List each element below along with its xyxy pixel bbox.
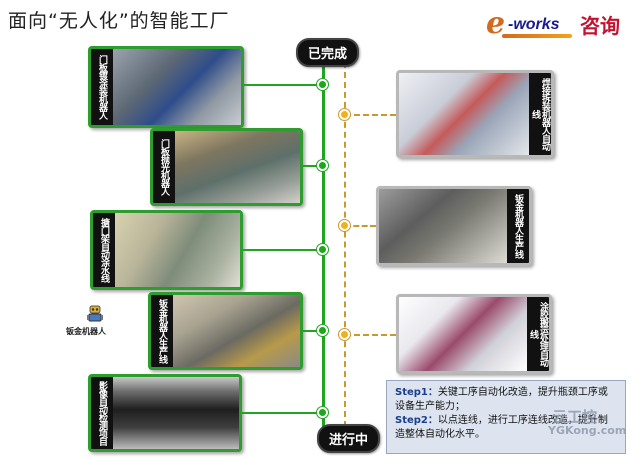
status-completed-badge: 已完成: [296, 38, 360, 67]
factory-photo: [113, 49, 241, 125]
logo-e-mark: e: [486, 6, 506, 41]
logo-swoosh: [502, 34, 572, 38]
timeline-node: [317, 244, 328, 255]
status-in-progress-badge: 进行中: [317, 424, 381, 453]
step1-label: Step1：: [395, 387, 438, 398]
project-label: 焊接拆装机器人自动线: [529, 73, 551, 155]
project-label: 影像自动检测项目: [91, 377, 113, 449]
connector: [243, 249, 322, 251]
factory-photo: [115, 213, 240, 287]
steps-note: Step1：关键工序自动化改造，提升瓶颈工序或设备生产能力； Step2：以点连…: [386, 380, 626, 454]
timeline-node: [317, 407, 328, 418]
watermark-url: YGKong.com: [548, 424, 627, 437]
connector: [345, 334, 396, 336]
connector: [345, 225, 376, 227]
project-label: 钣金机器人生产线: [151, 295, 173, 367]
connector: [242, 412, 322, 414]
factory-layout-render: [399, 73, 529, 155]
project-panel-sheet-metal-line: 钣金机器人生产线: [148, 292, 303, 370]
step1-text: 关键工序自动化改造，提升瓶颈工序或设备生产能力；: [395, 387, 608, 412]
project-label: 门板镀涂装机器人: [91, 49, 113, 125]
connector: [303, 330, 322, 332]
robot-icon: [87, 305, 103, 322]
step2-label: Step2：: [395, 415, 438, 426]
project-panel-image-inspection: 影像自动检测项目: [88, 374, 242, 452]
project-label: 钣金机器人生产线: [507, 189, 529, 263]
factory-photo: [175, 131, 300, 203]
factory-photo: [379, 189, 507, 263]
watermark-brand: 云工控: [552, 408, 598, 426]
inspection-screen-photo: [113, 377, 239, 449]
completed-timeline: [322, 58, 325, 428]
in-progress-timeline: [344, 62, 346, 427]
connector: [345, 114, 396, 116]
project-panel-door-polishing: 门板抛光机器人: [150, 128, 303, 206]
logo-works-text: -works: [508, 16, 560, 33]
timeline-node: [317, 79, 328, 90]
step2-text: 以点连线，进行工序连线改造，提升制造整体自动化水平。: [395, 415, 608, 440]
timeline-node: [339, 220, 350, 231]
factory-photo: [173, 295, 300, 367]
project-panel-welding-line: 焊接拆装机器人自动线: [396, 70, 554, 158]
timeline-node: [339, 109, 350, 120]
connector: [303, 165, 322, 167]
timeline-node: [339, 329, 350, 340]
project-label: 涂胶搬运处理自动线: [527, 297, 549, 371]
timeline-node: [317, 325, 328, 336]
project-label: 搪门架自动涂水线: [93, 213, 115, 287]
connector: [244, 84, 322, 86]
timeline-node: [317, 160, 328, 171]
project-panel-glue-handling-line: 涂胶搬运处理自动线: [396, 294, 552, 374]
page-title: 面向“无人化”的智能工厂: [8, 10, 230, 32]
project-panel-door-coating: 门板镀涂装机器人: [88, 46, 244, 128]
project-panel-door-frame-line: 搪门架自动涂水线: [90, 210, 243, 290]
project-panel-sheet-metal-robot-line: 钣金机器人生产线: [376, 186, 532, 266]
robot-caption: 钣金机器人: [66, 327, 106, 336]
factory-layout-render: [399, 297, 527, 371]
eworks-logo: e -works 咨询: [486, 6, 634, 42]
project-label: 门板抛光机器人: [153, 131, 175, 203]
logo-cn-text: 咨询: [580, 14, 620, 38]
